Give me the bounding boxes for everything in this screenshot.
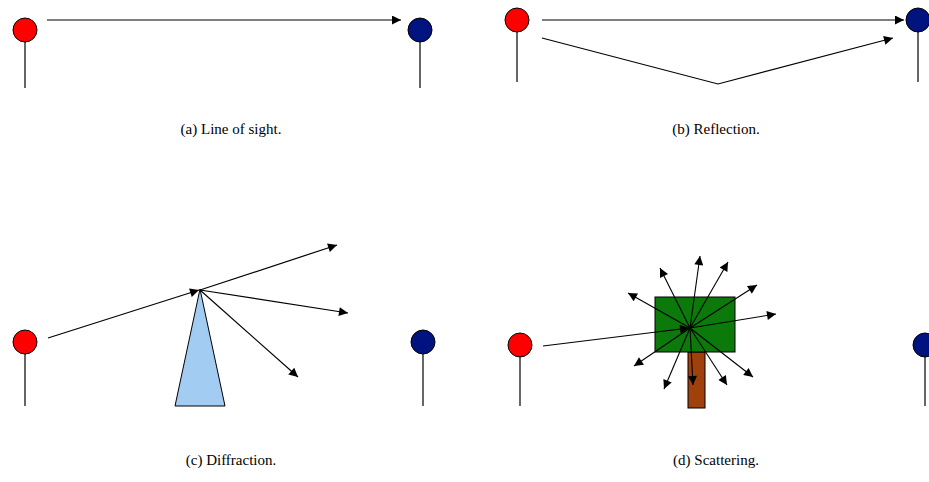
obstacle-wedge: [175, 289, 225, 406]
panel-caption: (d) Scattering.: [673, 452, 759, 469]
scattered-ray: [690, 285, 757, 328]
reflected-ray: [542, 38, 893, 84]
diffracted-ray: [200, 290, 298, 377]
antenna-mast: [24, 42, 25, 88]
antenna-mast: [419, 42, 420, 88]
antenna-mast: [917, 32, 918, 82]
transmitter: [505, 8, 529, 32]
antenna-mast: [924, 357, 925, 406]
tree-trunk: [688, 352, 705, 408]
scattered-ray: [660, 268, 690, 328]
signal-ray: [542, 19, 904, 20]
antenna-mast: [422, 354, 423, 406]
scattered-ray: [690, 328, 727, 385]
diffracted-ray: [200, 245, 337, 290]
antenna-mast: [519, 357, 520, 406]
scattered-ray: [690, 328, 693, 385]
scattered-ray: [690, 328, 753, 377]
transmitter: [508, 333, 532, 357]
antenna-mast: [516, 32, 517, 82]
receiver: [408, 18, 432, 42]
signal-ray: [48, 290, 199, 338]
scattered-ray: [634, 328, 690, 366]
antenna-mast: [24, 354, 25, 406]
panel-caption: (a) Line of sight.: [181, 121, 282, 138]
scattered-ray: [690, 314, 776, 328]
transmitter: [13, 330, 37, 354]
panel-caption: (c) Diffraction.: [186, 452, 277, 469]
receiver: [913, 333, 929, 357]
scattered-ray: [690, 256, 700, 328]
transmitter: [13, 18, 37, 42]
receiver: [411, 330, 435, 354]
scattered-ray: [690, 262, 728, 328]
panel-caption: (b) Reflection.: [672, 121, 759, 138]
signal-ray: [47, 19, 401, 20]
receiver: [906, 8, 929, 32]
